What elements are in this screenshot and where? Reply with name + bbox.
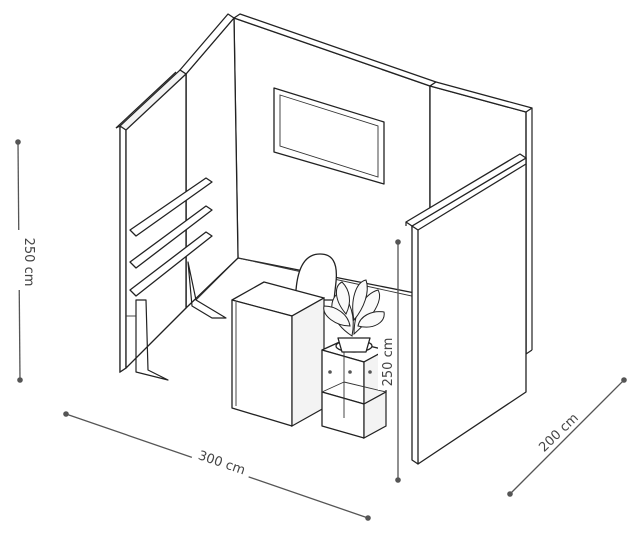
desk — [231, 281, 325, 428]
wall-screen — [273, 87, 385, 185]
dimension-height-left: 250 cm — [10, 139, 36, 383]
height-front-label: 250 cm — [381, 338, 396, 387]
dimension-height-front: 250 cm — [378, 239, 401, 483]
right-front-wall — [405, 153, 527, 465]
wall-shelves — [126, 177, 227, 381]
cube-stand — [321, 339, 387, 440]
depth-label: 200 cm — [536, 411, 581, 456]
dimension-depth: 200 cm — [507, 377, 627, 497]
dimension-width: 300 cm — [63, 411, 371, 521]
chair — [295, 253, 338, 301]
width-label: 300 cm — [196, 448, 247, 478]
potted-plant — [323, 279, 385, 353]
height-left-label: 250 cm — [21, 238, 36, 287]
